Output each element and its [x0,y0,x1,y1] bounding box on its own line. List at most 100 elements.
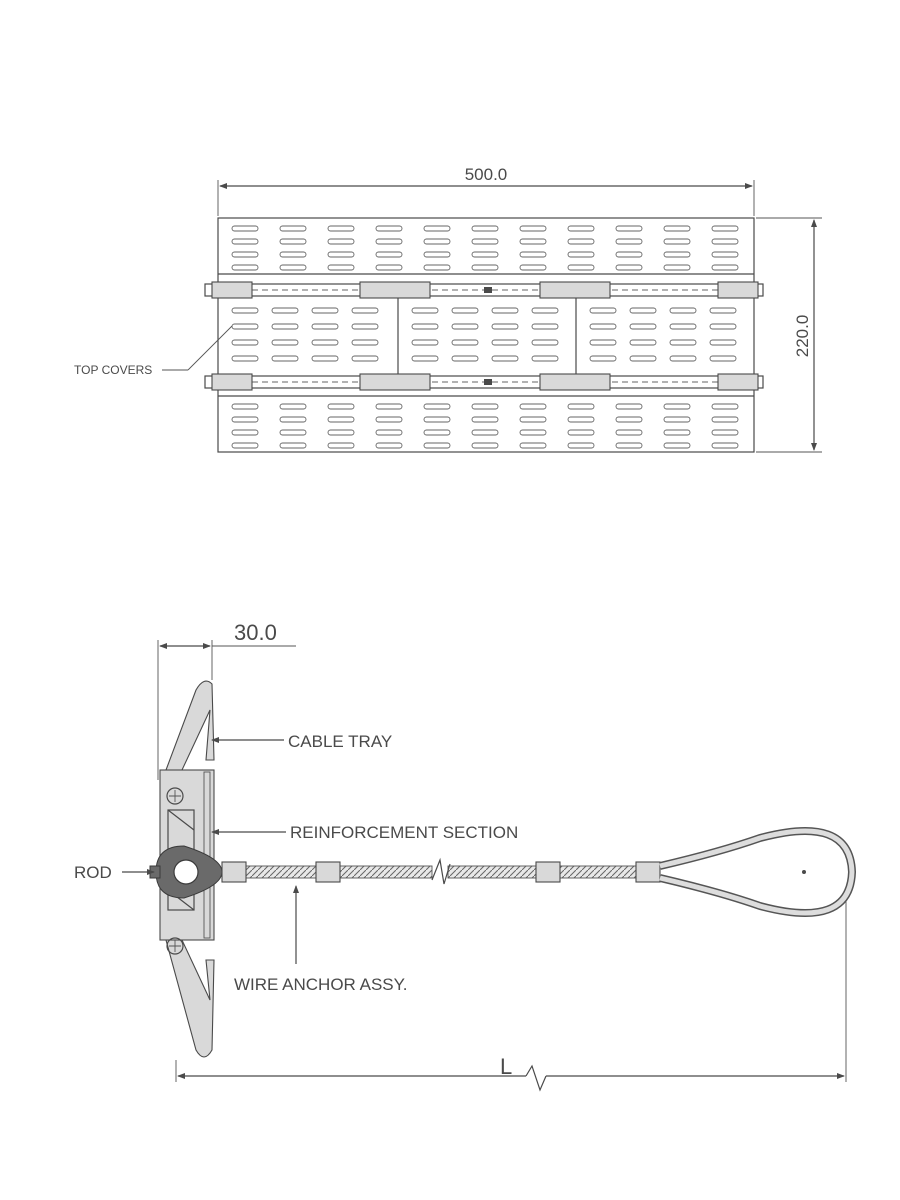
cable-tray-label: CABLE TRAY [288,732,392,751]
perforation-slot [311,355,339,362]
perforation-slot [519,442,547,449]
perforation-slot [519,238,547,245]
perforation-slot [629,323,657,330]
perforation-slot [411,339,439,346]
perforation-slot [663,442,691,449]
perforation-slot [231,442,259,449]
perforation-slot [231,339,259,346]
perforation-slot [709,307,737,314]
perforation-slot [451,323,479,330]
perforation-slot [709,339,737,346]
rod-label: ROD [74,863,112,882]
cable-tray-profile [149,680,223,1058]
dim-30: 30.0 [157,620,296,780]
perforation-slot [711,403,739,410]
perforation-slot [375,442,403,449]
perforation-slot [411,323,439,330]
perforation-slot [519,264,547,271]
perforation-slot [629,355,657,362]
perforation-slot [271,355,299,362]
rod-callout: ROD [74,863,155,882]
perforation-slot [375,403,403,410]
perforation-slot [231,355,259,362]
perforation-slot [615,429,643,436]
perforation-slot [663,225,691,232]
perforation-slot [531,307,559,314]
perforation-slot [663,251,691,258]
perforation-slot [279,442,307,449]
perforation-slot [271,323,299,330]
perforation-slot [471,238,499,245]
perforation-slot [615,442,643,449]
slots-cover-area [231,307,737,362]
perforation-slot [629,339,657,346]
perforation-slot [711,429,739,436]
perforation-slot [471,429,499,436]
perforation-slot [615,403,643,410]
perforation-slot [423,238,451,245]
perforation-slot [411,307,439,314]
perforation-slot [451,339,479,346]
perforation-slot [279,416,307,423]
perforation-slot [423,251,451,258]
perforation-slot [567,238,595,245]
perforation-slot [567,442,595,449]
reinforcement-label: REINFORCEMENT SECTION [290,823,518,842]
perforation-slot [615,251,643,258]
perforation-slot [567,416,595,423]
perforation-slot [709,323,737,330]
perforation-slot [567,403,595,410]
perforation-slot [279,403,307,410]
perforation-slot [279,264,307,271]
perforation-slot [519,403,547,410]
perforation-slot [451,307,479,314]
perforation-slot [423,403,451,410]
perforation-slot [423,264,451,271]
perforation-slot [311,339,339,346]
perforation-slot [231,323,259,330]
top-covers-label: TOP COVERS [74,363,152,377]
perforation-slot [519,429,547,436]
perforation-slot [423,416,451,423]
slots-bottom-band [231,403,739,449]
perforation-slot [531,339,559,346]
perforation-slot [231,264,259,271]
perforation-slot [351,339,379,346]
perforation-slot [327,416,355,423]
perforation-slot [375,264,403,271]
perforation-slot [231,307,259,314]
perforation-slot [375,225,403,232]
perforation-slot [351,307,379,314]
perforation-slot [669,307,697,314]
perforation-slot [519,225,547,232]
perforation-slot [567,251,595,258]
perforation-slot [327,403,355,410]
perforation-slot [423,442,451,449]
perforation-slot [351,323,379,330]
perforation-slot [491,355,519,362]
perforation-slot [471,225,499,232]
perforation-slot [615,416,643,423]
perforation-slot [375,416,403,423]
perforation-slot [711,416,739,423]
perforation-slot [669,323,697,330]
perforation-slot [279,238,307,245]
perforation-slot [231,238,259,245]
perforation-slot [531,323,559,330]
perforation-slot [567,225,595,232]
perforation-slot [451,355,479,362]
perforation-slot [709,355,737,362]
perforation-slot [327,442,355,449]
perforation-slot [231,403,259,410]
perforation-slot [311,307,339,314]
perforation-slot [327,238,355,245]
perforation-slot [669,339,697,346]
cable-tray-callout: CABLE TRAY [211,732,392,751]
perforation-slot [669,355,697,362]
perforation-slot [663,429,691,436]
slots-top-band [231,225,739,271]
perforation-slot [519,416,547,423]
perforation-slot [279,429,307,436]
reinforcement-callout: REINFORCEMENT SECTION [211,823,518,842]
